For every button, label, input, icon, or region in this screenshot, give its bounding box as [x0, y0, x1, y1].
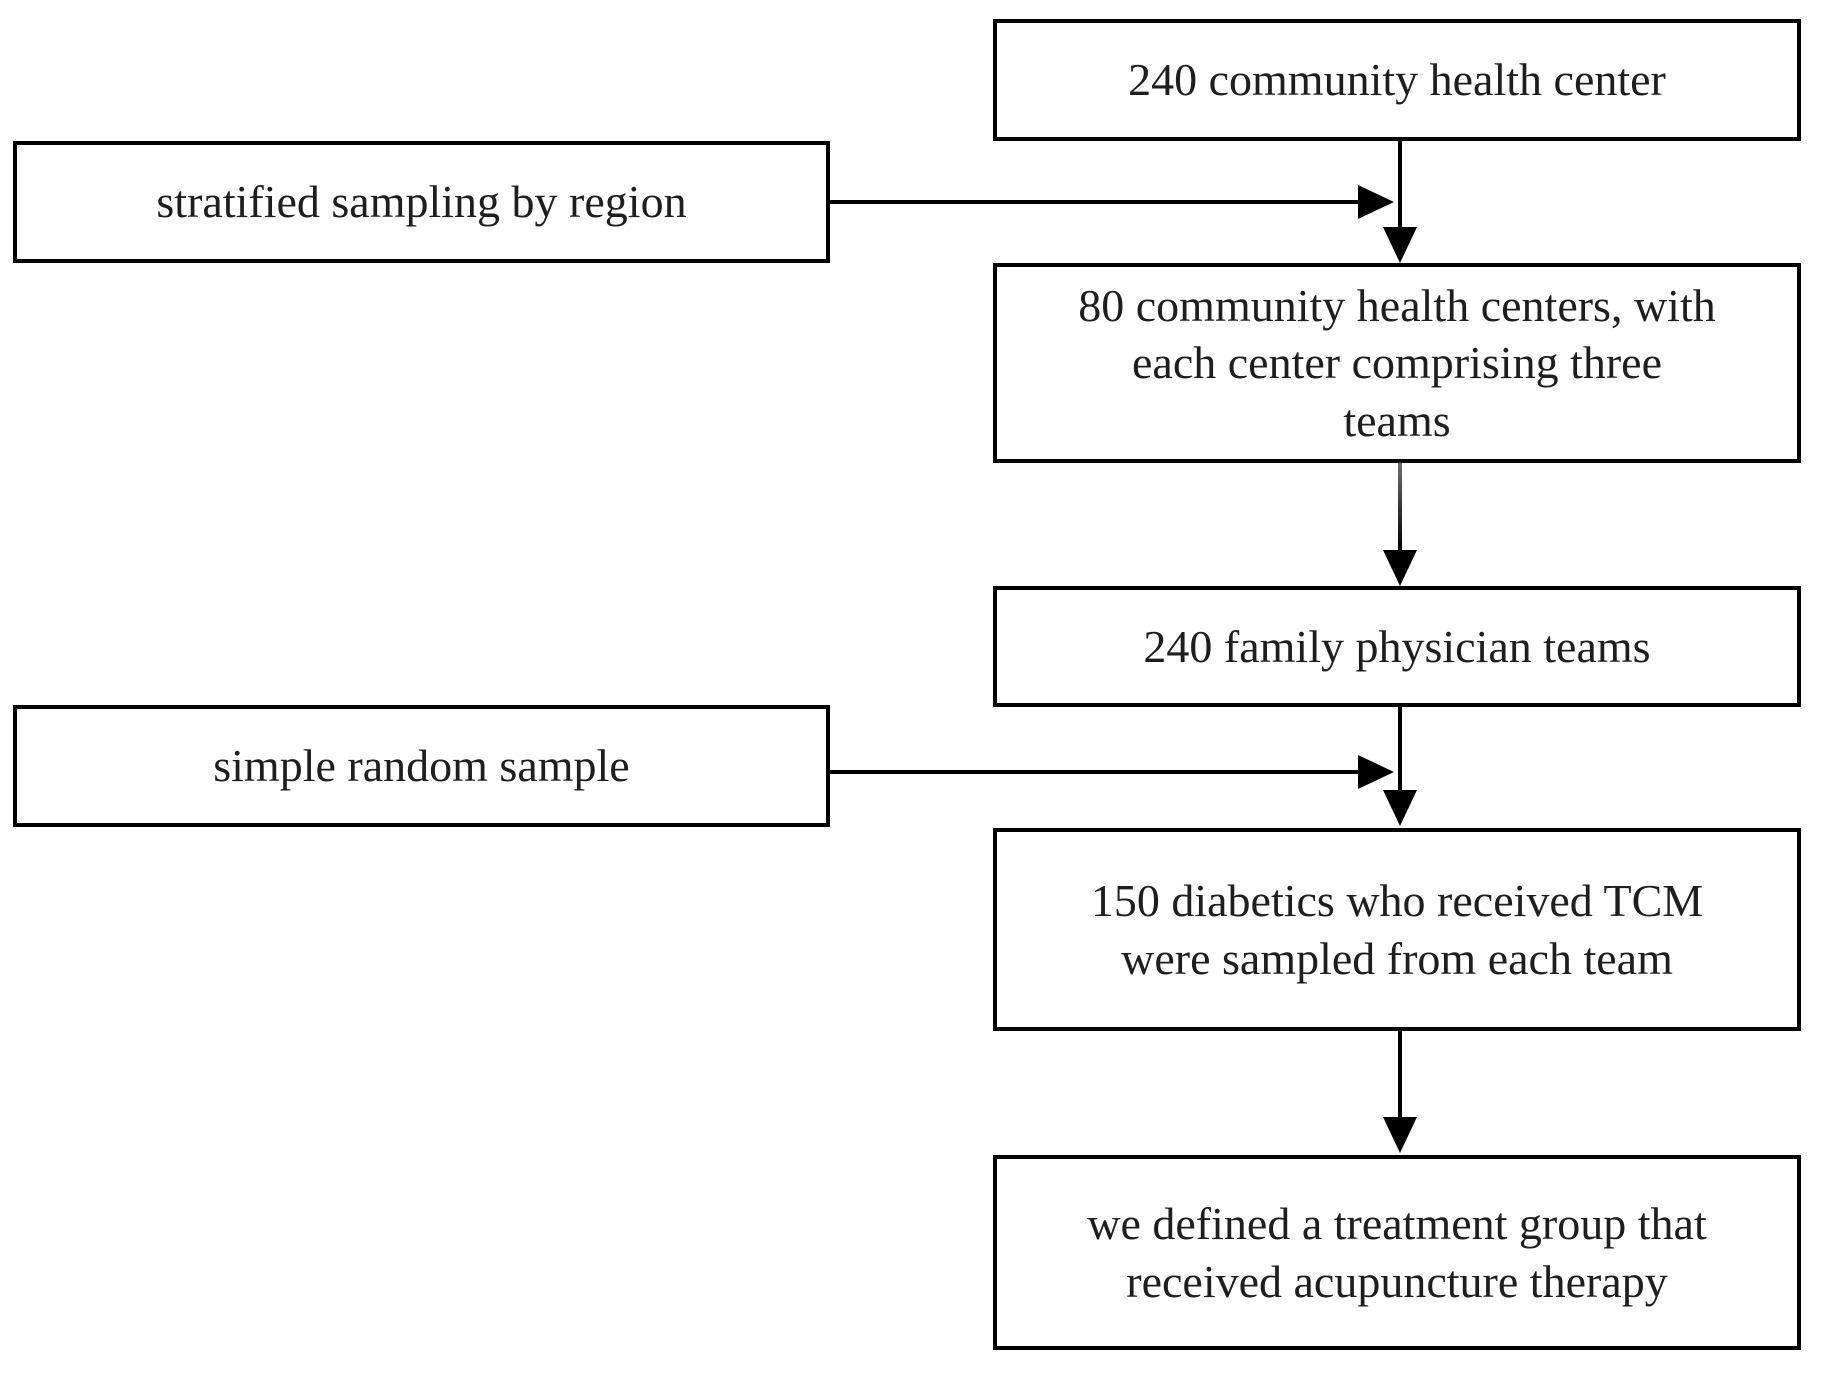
- arrowhead-down-icon: [1383, 1117, 1417, 1153]
- arrowhead-right-icon: [1358, 755, 1394, 789]
- flow-box-community-health-centers: 240 community health center: [993, 19, 1801, 141]
- arrowhead-down-icon: [1383, 227, 1417, 263]
- flow-box-label: 80 community health centers, with each c…: [1078, 280, 1716, 446]
- flow-box-80-centers: 80 community health centers, with each c…: [993, 263, 1801, 463]
- connector-simple-random-to-spine: [830, 770, 1360, 774]
- arrowhead-down-icon: [1383, 550, 1417, 586]
- flow-box-diabetics-sampled: 150 diabetics who received TCM were samp…: [993, 828, 1801, 1031]
- connector-diabetics-to-treatment: [1398, 1031, 1402, 1117]
- arrowhead-down-icon: [1383, 790, 1417, 826]
- arrowhead-right-icon: [1358, 185, 1394, 219]
- flow-box-simple-random-sample: simple random sample: [13, 705, 830, 827]
- connector-80-centers-to-teams: [1398, 463, 1402, 550]
- flow-box-label: stratified sampling by region: [156, 176, 687, 228]
- flow-box-label: we defined a treatment group that receiv…: [1087, 1198, 1707, 1307]
- flow-box-physician-teams: 240 family physician teams: [993, 586, 1801, 707]
- flow-box-label: 240 community health center: [1128, 54, 1666, 106]
- flow-box-stratified-sampling: stratified sampling by region: [13, 141, 830, 263]
- connector-stratified-to-spine: [830, 200, 1360, 204]
- connector-top-to-80-centers: [1398, 141, 1402, 227]
- flow-box-label: simple random sample: [213, 740, 630, 792]
- flow-box-treatment-group: we defined a treatment group that receiv…: [993, 1155, 1801, 1350]
- flow-box-label: 150 diabetics who received TCM were samp…: [1090, 875, 1704, 984]
- flow-box-label: 240 family physician teams: [1143, 620, 1651, 672]
- connector-teams-to-diabetics: [1398, 707, 1402, 790]
